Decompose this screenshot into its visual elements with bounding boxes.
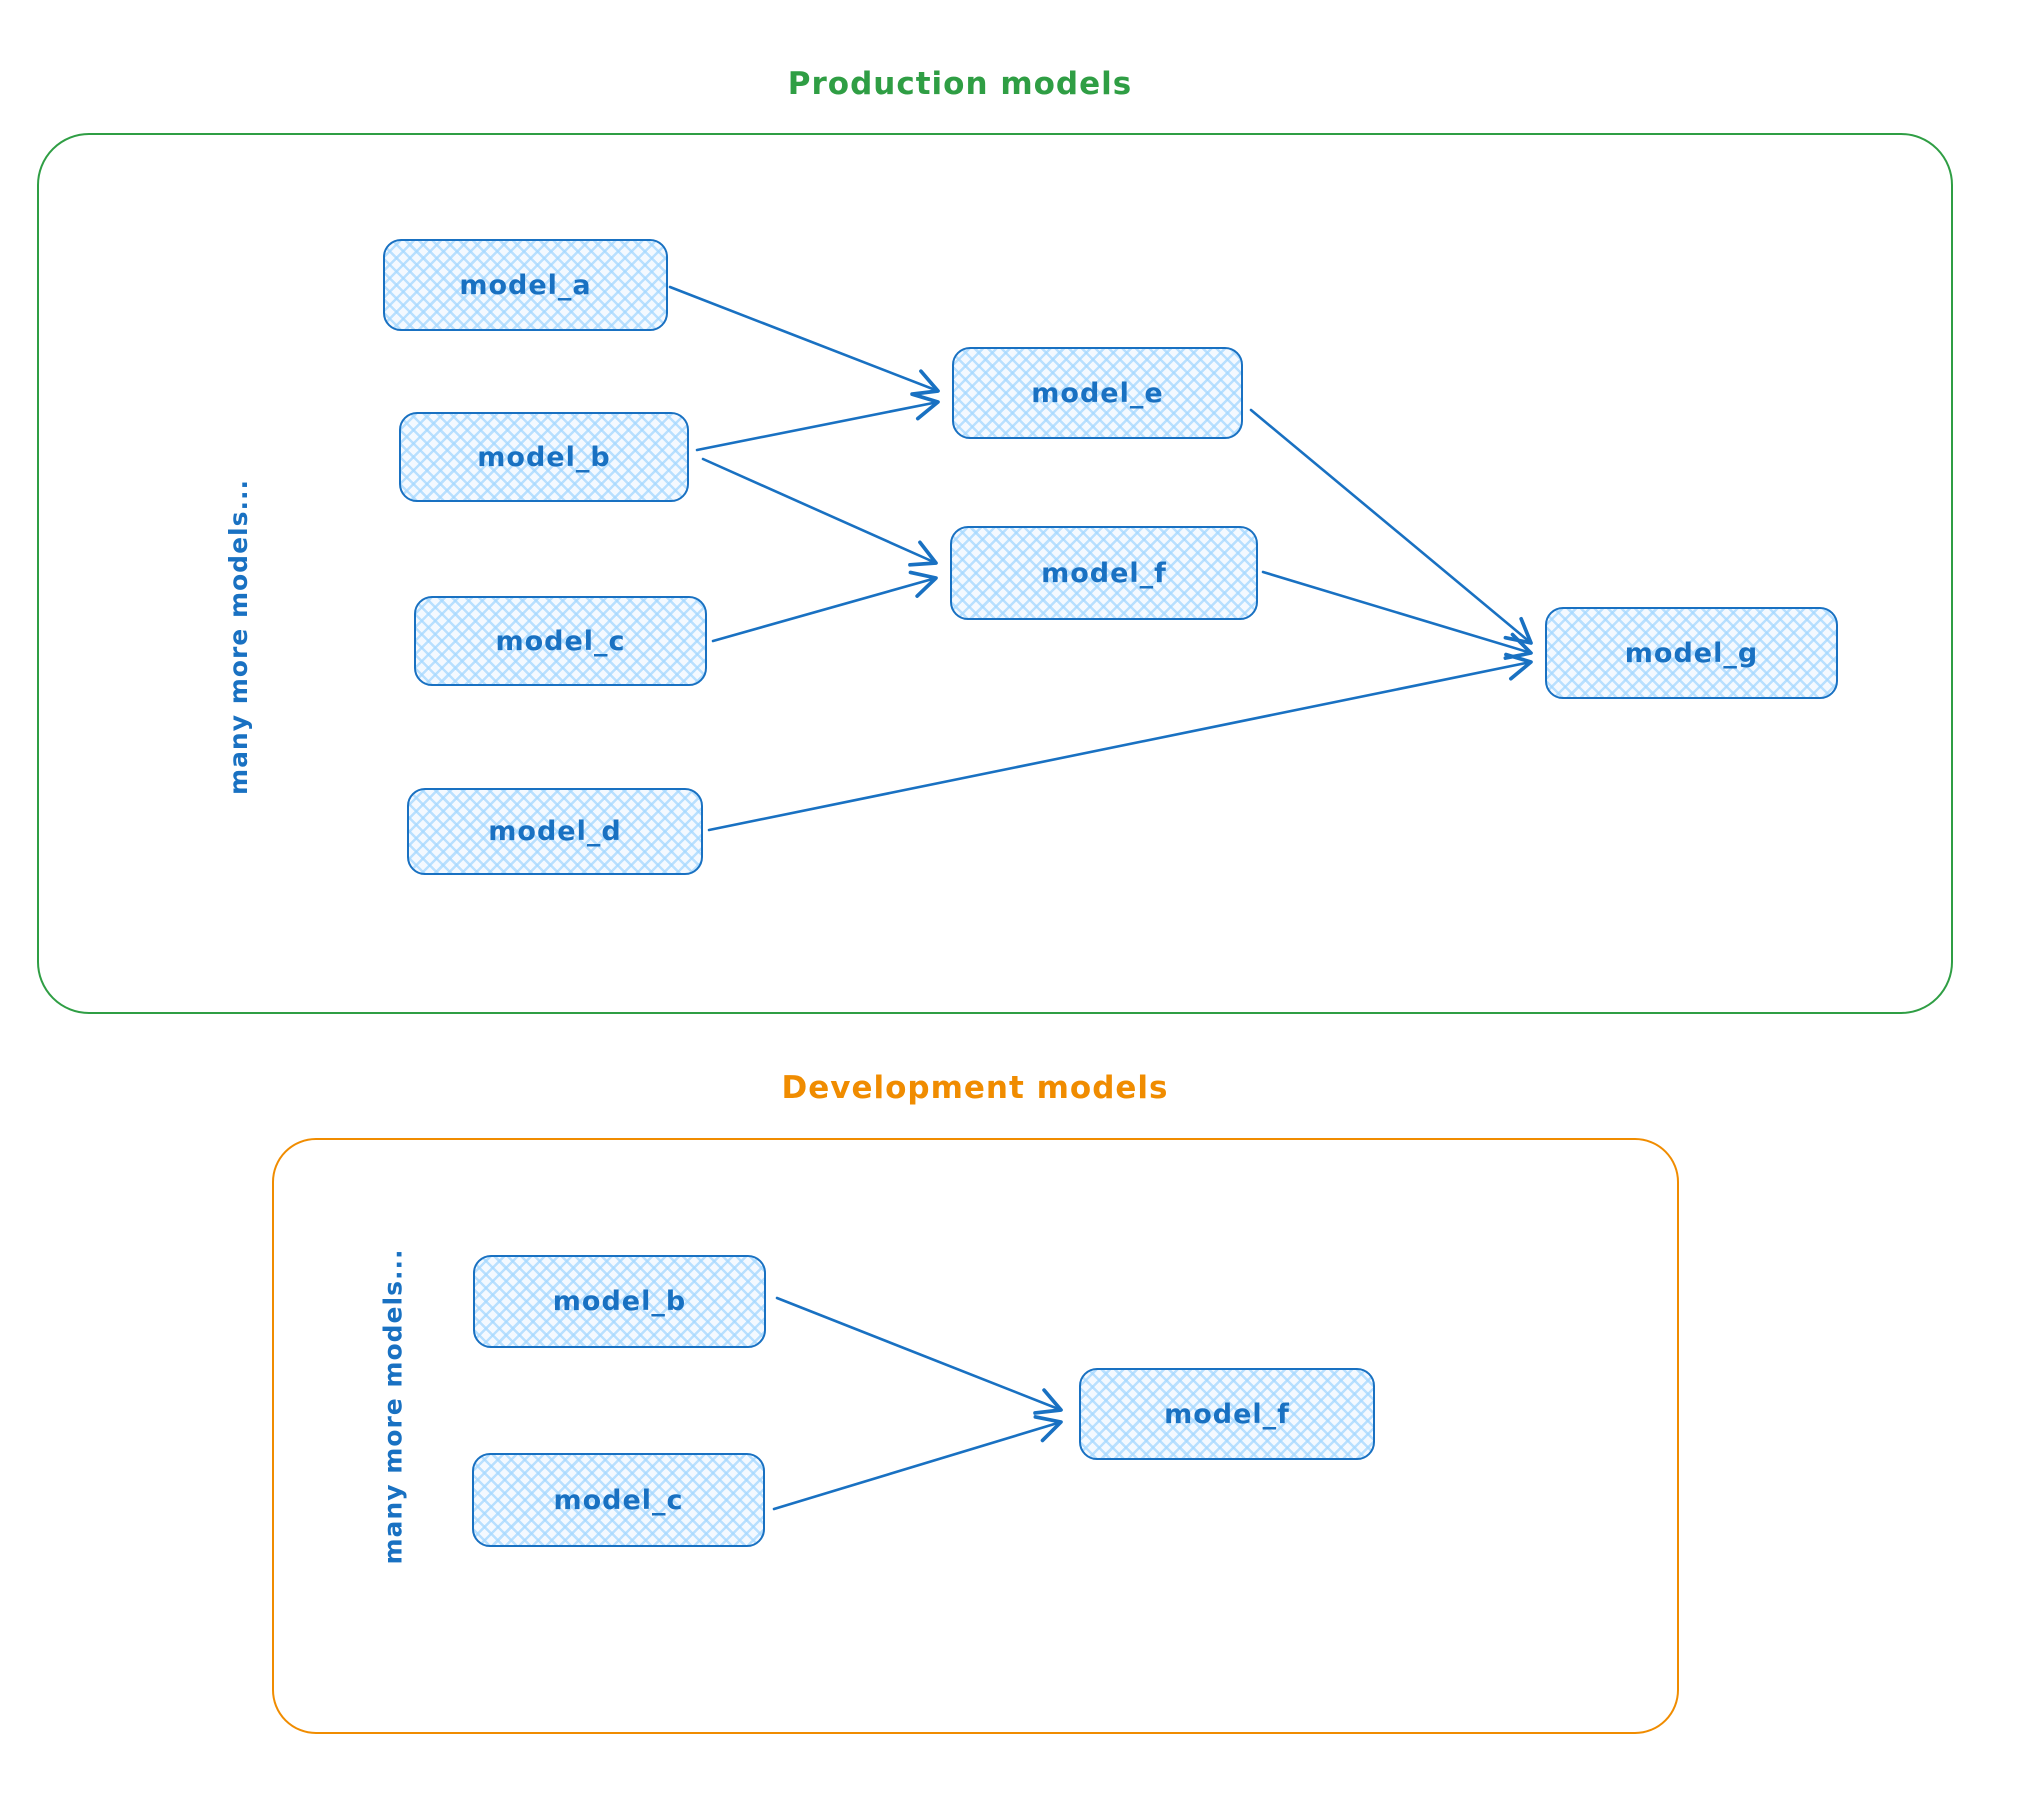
node-development-model_c: model_c (472, 1453, 765, 1547)
node-development-model_f: model_f (1079, 1368, 1375, 1460)
node-label: model_d (488, 816, 622, 847)
production-section-frame (37, 133, 1953, 1014)
node-development-model_b: model_b (473, 1255, 766, 1348)
node-label: model_c (495, 625, 626, 657)
node-label: model_f (1164, 1398, 1290, 1430)
node-production-model_f: model_f (950, 526, 1258, 620)
production-side-label: many more models... (224, 479, 253, 795)
node-label: model_g (1624, 637, 1759, 669)
node-production-model_b: model_b (399, 412, 689, 502)
development-section-frame (272, 1138, 1679, 1734)
node-label: model_e (1031, 377, 1164, 409)
development-side-label: many more models... (378, 1248, 408, 1565)
node-label: model_f (1041, 557, 1167, 589)
development-section-title: Development models (781, 1070, 1169, 1106)
node-production-model_a: model_a (383, 239, 668, 331)
node-production-model_g: model_g (1545, 607, 1838, 699)
node-production-model_d: model_d (407, 788, 703, 875)
node-label: model_b (552, 1286, 687, 1317)
production-section-title: Production models (787, 66, 1133, 102)
node-production-model_e: model_e (952, 347, 1243, 439)
node-production-model_c: model_c (414, 596, 707, 686)
node-label: model_a (459, 269, 592, 301)
node-label: model_b (477, 441, 611, 473)
node-label: model_c (553, 1484, 684, 1516)
